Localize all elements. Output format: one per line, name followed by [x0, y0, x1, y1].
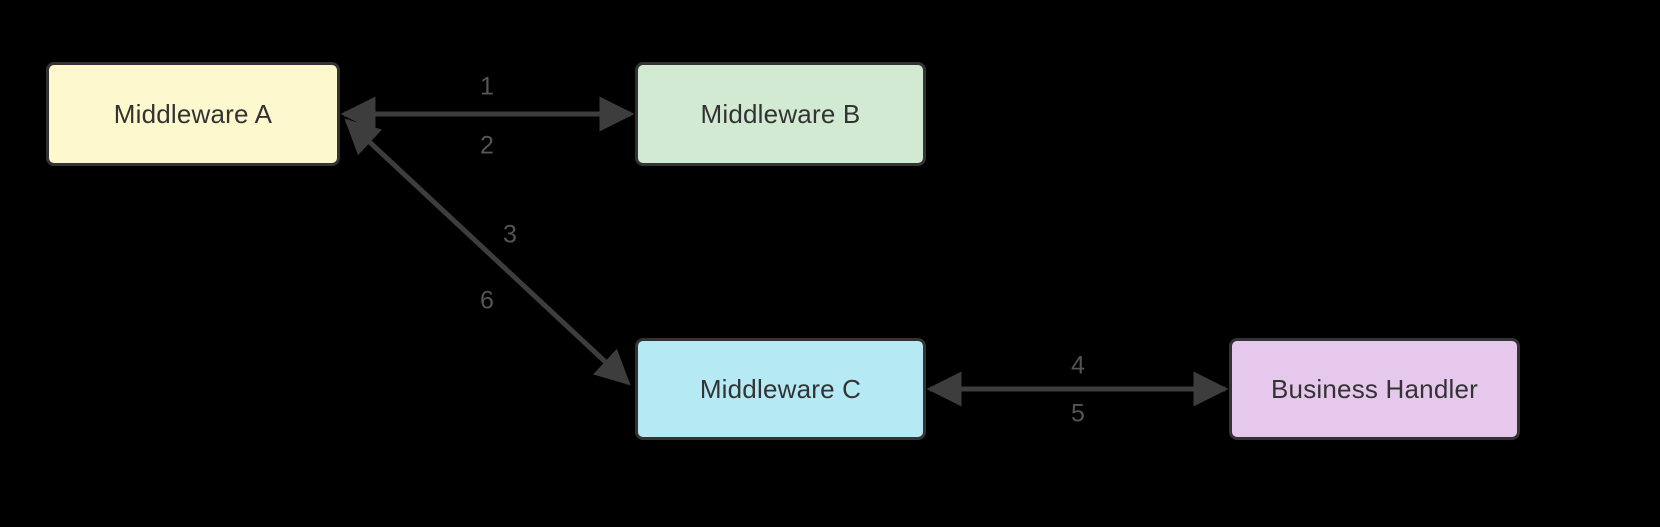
node-middleware-a[interactable]: Middleware A [46, 62, 340, 166]
node-middleware-c[interactable]: Middleware C [635, 338, 926, 440]
node-business-handler-label: Business Handler [1271, 373, 1478, 404]
edge-middleware-a-to-middleware-c [344, 118, 631, 386]
node-middleware-b[interactable]: Middleware B [635, 62, 926, 166]
node-middleware-a-label: Middleware A [113, 98, 273, 129]
node-middleware-b-label: Middleware B [700, 98, 861, 129]
node-business-handler[interactable]: Business Handler [1229, 338, 1520, 440]
node-middleware-c-label: Middleware C [699, 373, 862, 404]
